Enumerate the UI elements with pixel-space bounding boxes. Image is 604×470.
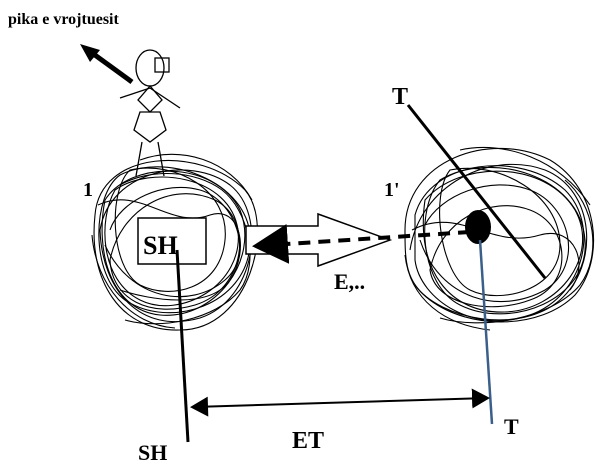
right-axis-top-label: T: [392, 84, 408, 110]
right-axis-bottom-label: T: [504, 414, 519, 439]
left-label-box: [137, 217, 207, 265]
left-box-label: SH: [143, 231, 178, 260]
arrow-label: E,..: [334, 269, 365, 294]
camera-icon: [154, 57, 170, 73]
right-scribble-cloud: [404, 146, 595, 331]
observer-figure-icon: [119, 49, 181, 177]
right-diagonal-axis: [406, 104, 547, 279]
observer-point-label: pika e vrojtuesit: [8, 11, 119, 28]
left-axis-line: [175, 249, 190, 443]
right-axis-line: [478, 239, 494, 425]
dashed-arrow: [252, 223, 471, 264]
direction-arrow-icon: [80, 44, 134, 85]
distance-label: ET: [292, 428, 324, 454]
right-cloud-marker: 1': [384, 179, 400, 201]
left-cloud-marker: 1: [83, 179, 93, 201]
left-axis-bottom-label: SH: [138, 440, 167, 465]
distance-arrow: [190, 388, 490, 417]
central-dark-spot: [465, 210, 491, 244]
